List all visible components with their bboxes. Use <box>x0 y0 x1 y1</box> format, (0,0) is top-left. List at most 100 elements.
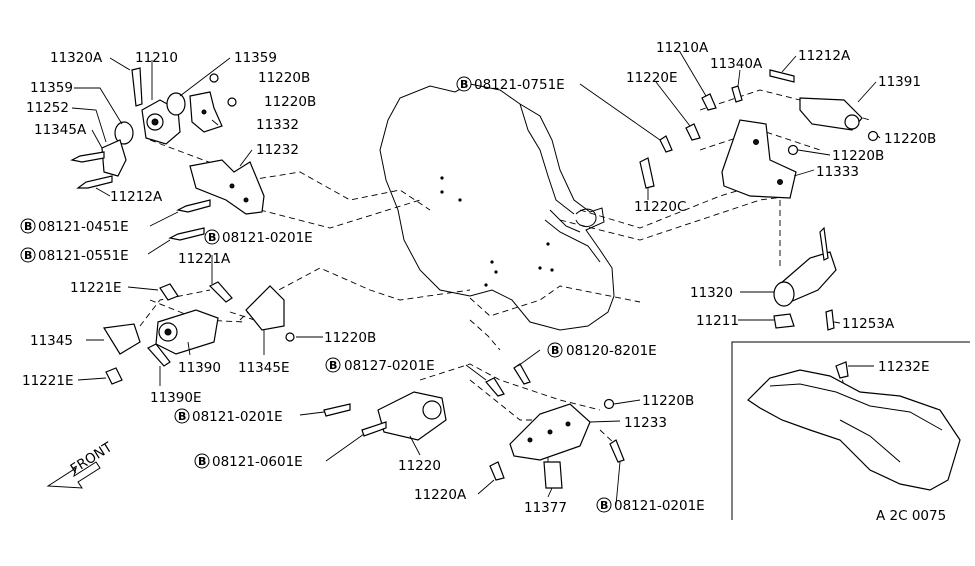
label-11233: 11233 <box>624 415 667 431</box>
label-08121-0551E-text: 08121-0551E <box>38 248 129 264</box>
label-11253A: 11253A <box>842 316 895 332</box>
label-08120-8201E: B 08120-8201E <box>547 342 657 359</box>
bolt-mark: B <box>198 455 206 468</box>
label-08121-0601E-text: 08121-0601E <box>212 454 303 470</box>
bolt-mark: B <box>24 220 32 233</box>
bolt-mark: B <box>600 499 608 512</box>
label-11359-top: 11359 <box>234 50 277 66</box>
label-11220B: 11220B <box>642 393 694 409</box>
nut-11220B-3 <box>285 332 295 342</box>
label-11390E: 11390E <box>150 390 201 406</box>
label-08121-0201E-lower: B 08121-0201E <box>596 497 705 514</box>
label-11210: 11210 <box>135 50 178 66</box>
rear-mount-group <box>323 363 625 489</box>
bolt-mark: B <box>208 231 216 244</box>
bolt-11390E <box>147 343 171 367</box>
label-08127-0201E-text: 08127-0201E <box>344 358 435 374</box>
bracket-11333 <box>721 119 797 199</box>
bracket-11345 <box>103 323 141 355</box>
label-11252: 11252 <box>26 100 69 116</box>
label-11320: 11320 <box>690 285 733 301</box>
inset-box <box>731 341 970 520</box>
label-11220A: 11220A <box>414 487 467 503</box>
label-11212A: 11212A <box>110 189 163 205</box>
bolt-11220E <box>685 123 701 141</box>
bolt-mark: B <box>460 78 468 91</box>
label-11345E: 11345E <box>238 360 289 376</box>
bolt-11221A <box>208 281 233 303</box>
insulator-cover-11232E <box>747 369 961 491</box>
label-11340A: 11340A <box>710 56 763 72</box>
label-11220B: 11220B <box>258 70 310 86</box>
label-08121-0751E-text: 08121-0751E <box>474 77 565 93</box>
bolt-11221E-upper <box>159 283 179 301</box>
label-08121-0451E-text: 08121-0451E <box>38 219 129 235</box>
bolt-0601E <box>361 421 387 437</box>
bolt-mark: B <box>24 249 32 262</box>
label-08121-0751E: B 08121-0751E <box>456 76 565 93</box>
nut-11220B-5 <box>787 144 799 156</box>
right-mount-group <box>639 69 879 331</box>
label-11333: 11333 <box>816 164 859 180</box>
bolt-11212A-right <box>769 69 795 83</box>
stopper-11211 <box>773 313 795 329</box>
label-11211: 11211 <box>696 313 739 329</box>
bolt-11220C <box>639 157 655 189</box>
label-11232E: 11232E <box>878 359 929 375</box>
label-08121-0201E-mid: B 08121-0201E <box>174 408 283 425</box>
bolt-mark: B <box>329 359 337 372</box>
part-labels: 11320A 11210 11359 11220B 11359 11220B 1… <box>20 40 946 524</box>
label-11220C: 11220C <box>634 199 686 215</box>
label-front: FRONT <box>68 439 116 477</box>
label-11391: 11391 <box>878 74 921 90</box>
nut-11220B-1 <box>209 73 219 83</box>
label-08121-0201E-text: 08121-0201E <box>614 498 705 514</box>
front-arrow <box>46 461 101 489</box>
label-11221E: 11221E <box>22 373 73 389</box>
label-08121-0201E-text: 08121-0201E <box>192 409 283 425</box>
label-08121-0201E-text: 08121-0201E <box>222 230 313 246</box>
nut-11220B-6 <box>603 398 615 410</box>
nut-11220B-4 <box>867 130 879 142</box>
washer-11359-upper <box>166 92 186 116</box>
label-11359: 11359 <box>30 80 73 96</box>
bolt-11345A <box>70 151 105 163</box>
label-11221A: 11221A <box>178 251 231 267</box>
bolt-0201E-right <box>609 439 625 463</box>
label-11221E: 11221E <box>70 280 121 296</box>
label-08121-0601E: B 08121-0601E <box>194 453 303 470</box>
label-11332: 11332 <box>256 117 299 133</box>
label-11220B: 11220B <box>884 131 936 147</box>
plate-11252 <box>101 139 127 177</box>
bolt-mark: B <box>551 344 559 357</box>
clip-11232E <box>835 361 849 379</box>
label-11220B: 11220B <box>324 330 376 346</box>
bolt-11320A <box>131 67 143 107</box>
engine-block <box>379 83 615 331</box>
left-front-mount-group <box>70 67 265 241</box>
bolt-08120 <box>513 363 531 385</box>
bolt-08127 <box>485 377 505 397</box>
label-11320A: 11320A <box>50 50 103 66</box>
label-11220E: 11220E <box>626 70 677 86</box>
label-11345: 11345 <box>30 333 73 349</box>
bolt-11220A <box>489 461 505 481</box>
label-11345A: 11345A <box>34 122 87 138</box>
label-08121-0451E: B 08121-0451E <box>20 218 129 235</box>
bolt-11253A <box>825 309 835 331</box>
label-11220: 11220 <box>398 458 441 474</box>
label-11377: 11377 <box>524 500 567 516</box>
diagram-code: A 2C 0075 <box>876 508 946 524</box>
label-11210A: 11210A <box>656 40 709 56</box>
bolt-11221E-lower <box>105 367 123 385</box>
bolt-0451E <box>176 199 211 213</box>
label-11390: 11390 <box>178 360 221 376</box>
bolt-11212A-left <box>76 175 113 189</box>
label-11212A: 11212A <box>798 48 851 64</box>
washer-11359-lower <box>114 121 134 145</box>
label-11220B: 11220B <box>832 148 884 164</box>
plate-11377 <box>543 461 563 489</box>
bolt-11340A <box>731 85 743 103</box>
